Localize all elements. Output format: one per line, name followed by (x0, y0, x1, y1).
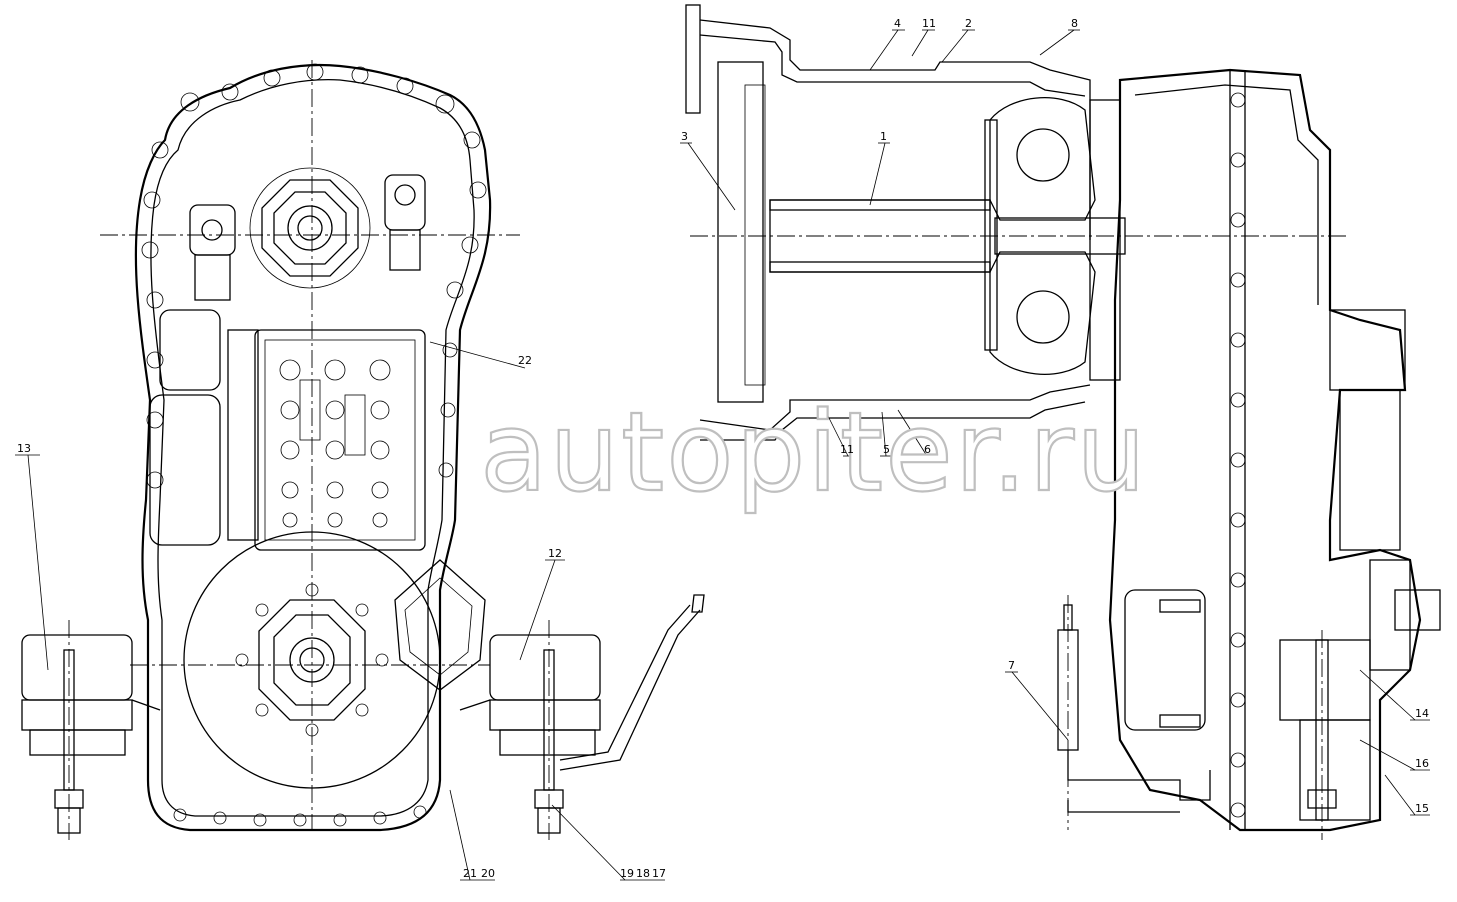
callout-21: 21 (463, 867, 477, 880)
callout-4: 4 (894, 17, 901, 30)
callout-labels: 22 13 12 21 20 19 18 17 3 1 4 11 2 8 11 … (17, 17, 1429, 880)
callout-2: 2 (965, 17, 972, 30)
front-view (21, 60, 705, 840)
callout-12: 12 (548, 547, 562, 560)
leader-lines (15, 29, 1430, 881)
callout-13: 13 (17, 442, 31, 455)
callout-3: 3 (681, 130, 688, 143)
callout-6: 6 (924, 443, 931, 456)
callout-16: 16 (1415, 757, 1429, 770)
callout-17: 17 (652, 867, 666, 880)
callout-15: 15 (1415, 802, 1429, 815)
callout-11-bottom: 11 (840, 443, 854, 456)
callout-22: 22 (518, 354, 532, 367)
callout-1: 1 (880, 130, 887, 143)
watermark-text: autopiter.ru (480, 388, 1148, 516)
callout-8: 8 (1071, 17, 1078, 30)
callout-18: 18 (636, 867, 650, 880)
callout-7: 7 (1008, 659, 1015, 672)
callout-20: 20 (481, 867, 495, 880)
callout-14: 14 (1415, 707, 1429, 720)
callout-5: 5 (883, 443, 890, 456)
callout-19: 19 (620, 867, 634, 880)
callout-11-top: 11 (922, 17, 936, 30)
section-view (685, 4, 1441, 840)
